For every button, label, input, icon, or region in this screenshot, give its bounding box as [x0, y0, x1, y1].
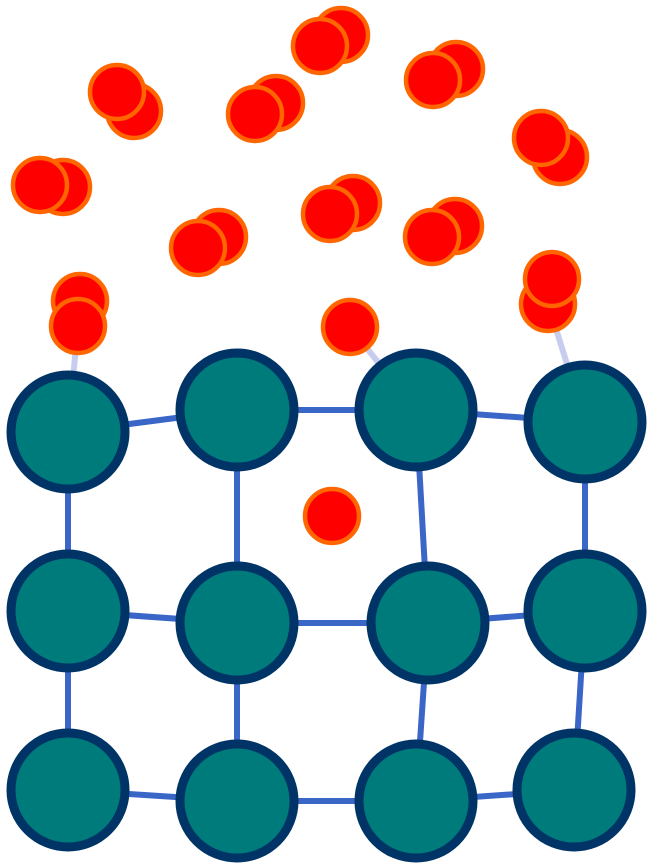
gas-atom: [87, 62, 147, 122]
gas-atom: [10, 155, 70, 215]
gas-molecule: [511, 108, 590, 187]
lattice-atom-a12: [366, 561, 490, 685]
lattice-atom-a13: [523, 549, 647, 673]
lattice-atom-a03: [523, 360, 647, 484]
adsorbed-atom: [522, 249, 582, 309]
lattice-atom-a20: [6, 728, 130, 852]
adsorbed-atoms: [48, 249, 582, 357]
gas-atom: [300, 184, 360, 244]
lattice-atom-a02: [354, 348, 478, 472]
gas-atom: [403, 50, 463, 110]
interstitial-atom: [302, 486, 362, 546]
gas-molecule: [403, 39, 486, 110]
gas-atom: [511, 108, 571, 168]
adsorbed-atom: [48, 296, 108, 356]
lattice-atom-a10: [6, 549, 130, 673]
lattice-atom-a21: [175, 739, 299, 863]
interstitial-atom: [302, 486, 362, 546]
gas-molecule: [10, 155, 93, 217]
gas-molecule: [225, 73, 306, 144]
lattice-atom-a22: [354, 739, 478, 863]
gas-molecule: [290, 5, 371, 76]
adsorbed-atom: [320, 297, 380, 357]
lattice-bonds: [65, 407, 588, 804]
gas-atom: [402, 207, 462, 267]
lattice-atoms: [6, 348, 647, 863]
gas-atom: [225, 84, 285, 144]
gas-molecule: [402, 196, 485, 267]
gas-molecule: [87, 62, 164, 141]
gas-molecules: [10, 5, 590, 278]
lattice-atom-a00: [6, 370, 130, 494]
gas-molecule: [168, 207, 249, 278]
gas-atom: [290, 16, 350, 76]
gas-atom: [168, 218, 228, 278]
gas-molecule: [300, 173, 383, 244]
lattice-atom-a01: [175, 348, 299, 472]
lattice-atom-a11: [175, 561, 299, 685]
lattice-atom-a23: [512, 728, 636, 852]
